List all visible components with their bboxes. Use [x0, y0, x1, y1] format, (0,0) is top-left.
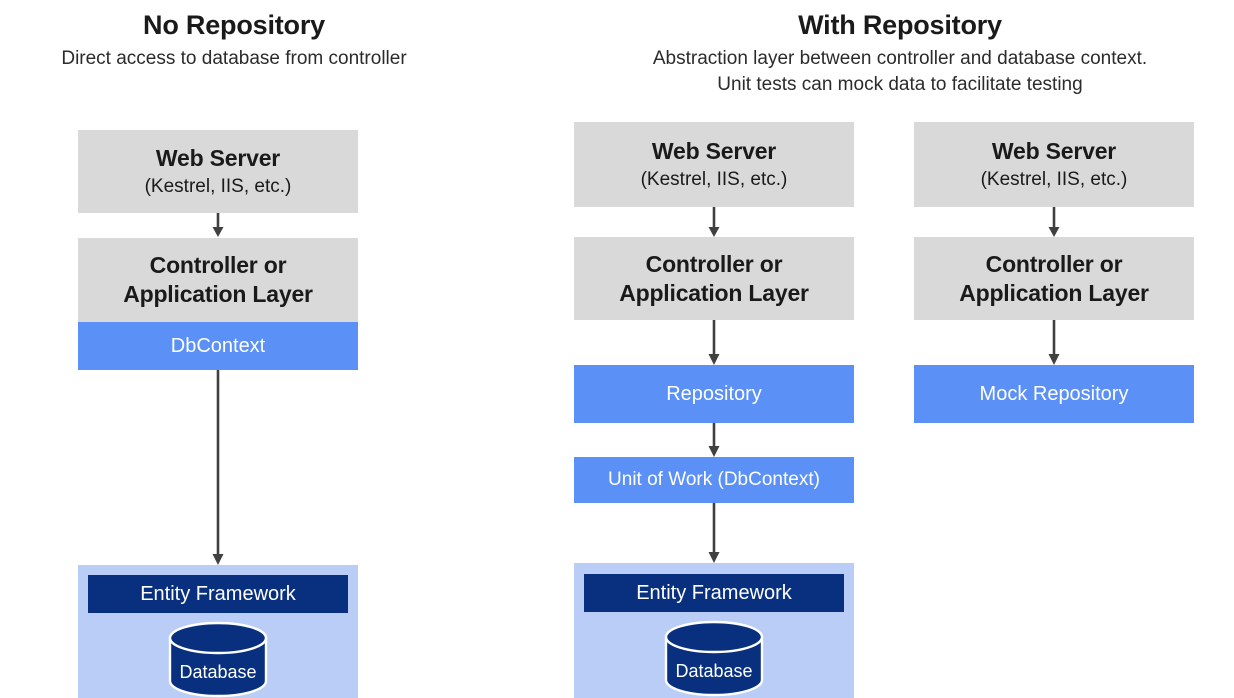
node-repository: Repository: [574, 365, 854, 423]
node-web-server-with-repository: Web Server (Kestrel, IIS, etc.): [574, 122, 854, 207]
node-title: Web Server: [155, 145, 281, 171]
node-title: Web Server: [651, 138, 777, 164]
arrow-web-server-to-controller: [208, 213, 228, 238]
node-title: DbContext: [170, 335, 266, 357]
column-title-with-repository: With Repository: [798, 10, 1002, 40]
arrow-web-server-to-controller-with-repository: [704, 207, 724, 238]
column-heading-with-repository: With Repository Abstraction layer betwee…: [566, 8, 1234, 98]
node-dbcontext-no-repository: DbContext: [78, 322, 358, 370]
node-controller-no-repository: Controller or Application Layer: [78, 238, 358, 322]
node-title: Repository: [666, 383, 762, 405]
arrow-controller-to-repository: [704, 320, 724, 366]
column-subtitle-no-repository: Direct access to database from controlle…: [61, 48, 407, 69]
database-label: Database: [179, 662, 257, 682]
node-controller-mock: Controller or Application Layer: [914, 237, 1194, 320]
column-title-no-repository: No Repository: [143, 10, 325, 40]
node-entity-framework-bar: Entity Framework: [88, 575, 348, 613]
node-title: Controller or: [645, 250, 783, 277]
arrow-repository-to-unit-of-work: [704, 423, 724, 458]
arrow-dbcontext-to-entity-framework: [208, 370, 228, 566]
node-title: Controller or: [149, 252, 287, 278]
database-cylinder-with-repository: Database: [654, 620, 774, 697]
arrow-controller-to-mock-repository: [1044, 320, 1064, 366]
node-subtitle: (Kestrel, IIS, etc.): [640, 169, 788, 190]
node-unit-of-work: Unit of Work (DbContext): [574, 457, 854, 503]
column-subtitle-with-repository-line2: Unit tests can mock data to facilitate t…: [717, 74, 1083, 95]
node-mock-repository: Mock Repository: [914, 365, 1194, 423]
node-title: Controller or: [985, 250, 1123, 277]
node-subtitle: Application Layer: [959, 279, 1149, 306]
panel-entity-framework-with-repository: Entity Framework Database: [574, 563, 854, 698]
node-title: Entity Framework: [636, 582, 792, 604]
node-title: Entity Framework: [140, 583, 296, 605]
database-label: Database: [675, 661, 753, 681]
node-web-server-no-repository: Web Server (Kestrel, IIS, etc.): [78, 130, 358, 213]
node-controller-with-repository: Controller or Application Layer: [574, 237, 854, 320]
node-subtitle: (Kestrel, IIS, etc.): [980, 169, 1128, 190]
node-title: Web Server: [991, 138, 1117, 164]
column-subtitle-with-repository-line1: Abstraction layer between controller and…: [652, 48, 1148, 69]
column-heading-no-repository: No Repository Direct access to database …: [0, 8, 468, 72]
arrow-unit-of-work-to-entity-framework: [704, 503, 724, 564]
node-subtitle: Application Layer: [123, 281, 313, 307]
arrow-web-server-to-controller-mock: [1044, 207, 1064, 238]
node-title: Unit of Work (DbContext): [608, 469, 820, 490]
node-title: Mock Repository: [979, 383, 1129, 405]
node-subtitle: (Kestrel, IIS, etc.): [144, 176, 292, 197]
node-entity-framework-bar: Entity Framework: [584, 574, 844, 612]
panel-entity-framework-no-repository: Entity Framework Database: [78, 565, 358, 698]
node-web-server-mock: Web Server (Kestrel, IIS, etc.): [914, 122, 1194, 207]
node-subtitle: Application Layer: [619, 279, 809, 306]
database-cylinder-no-repository: Database: [158, 621, 278, 698]
